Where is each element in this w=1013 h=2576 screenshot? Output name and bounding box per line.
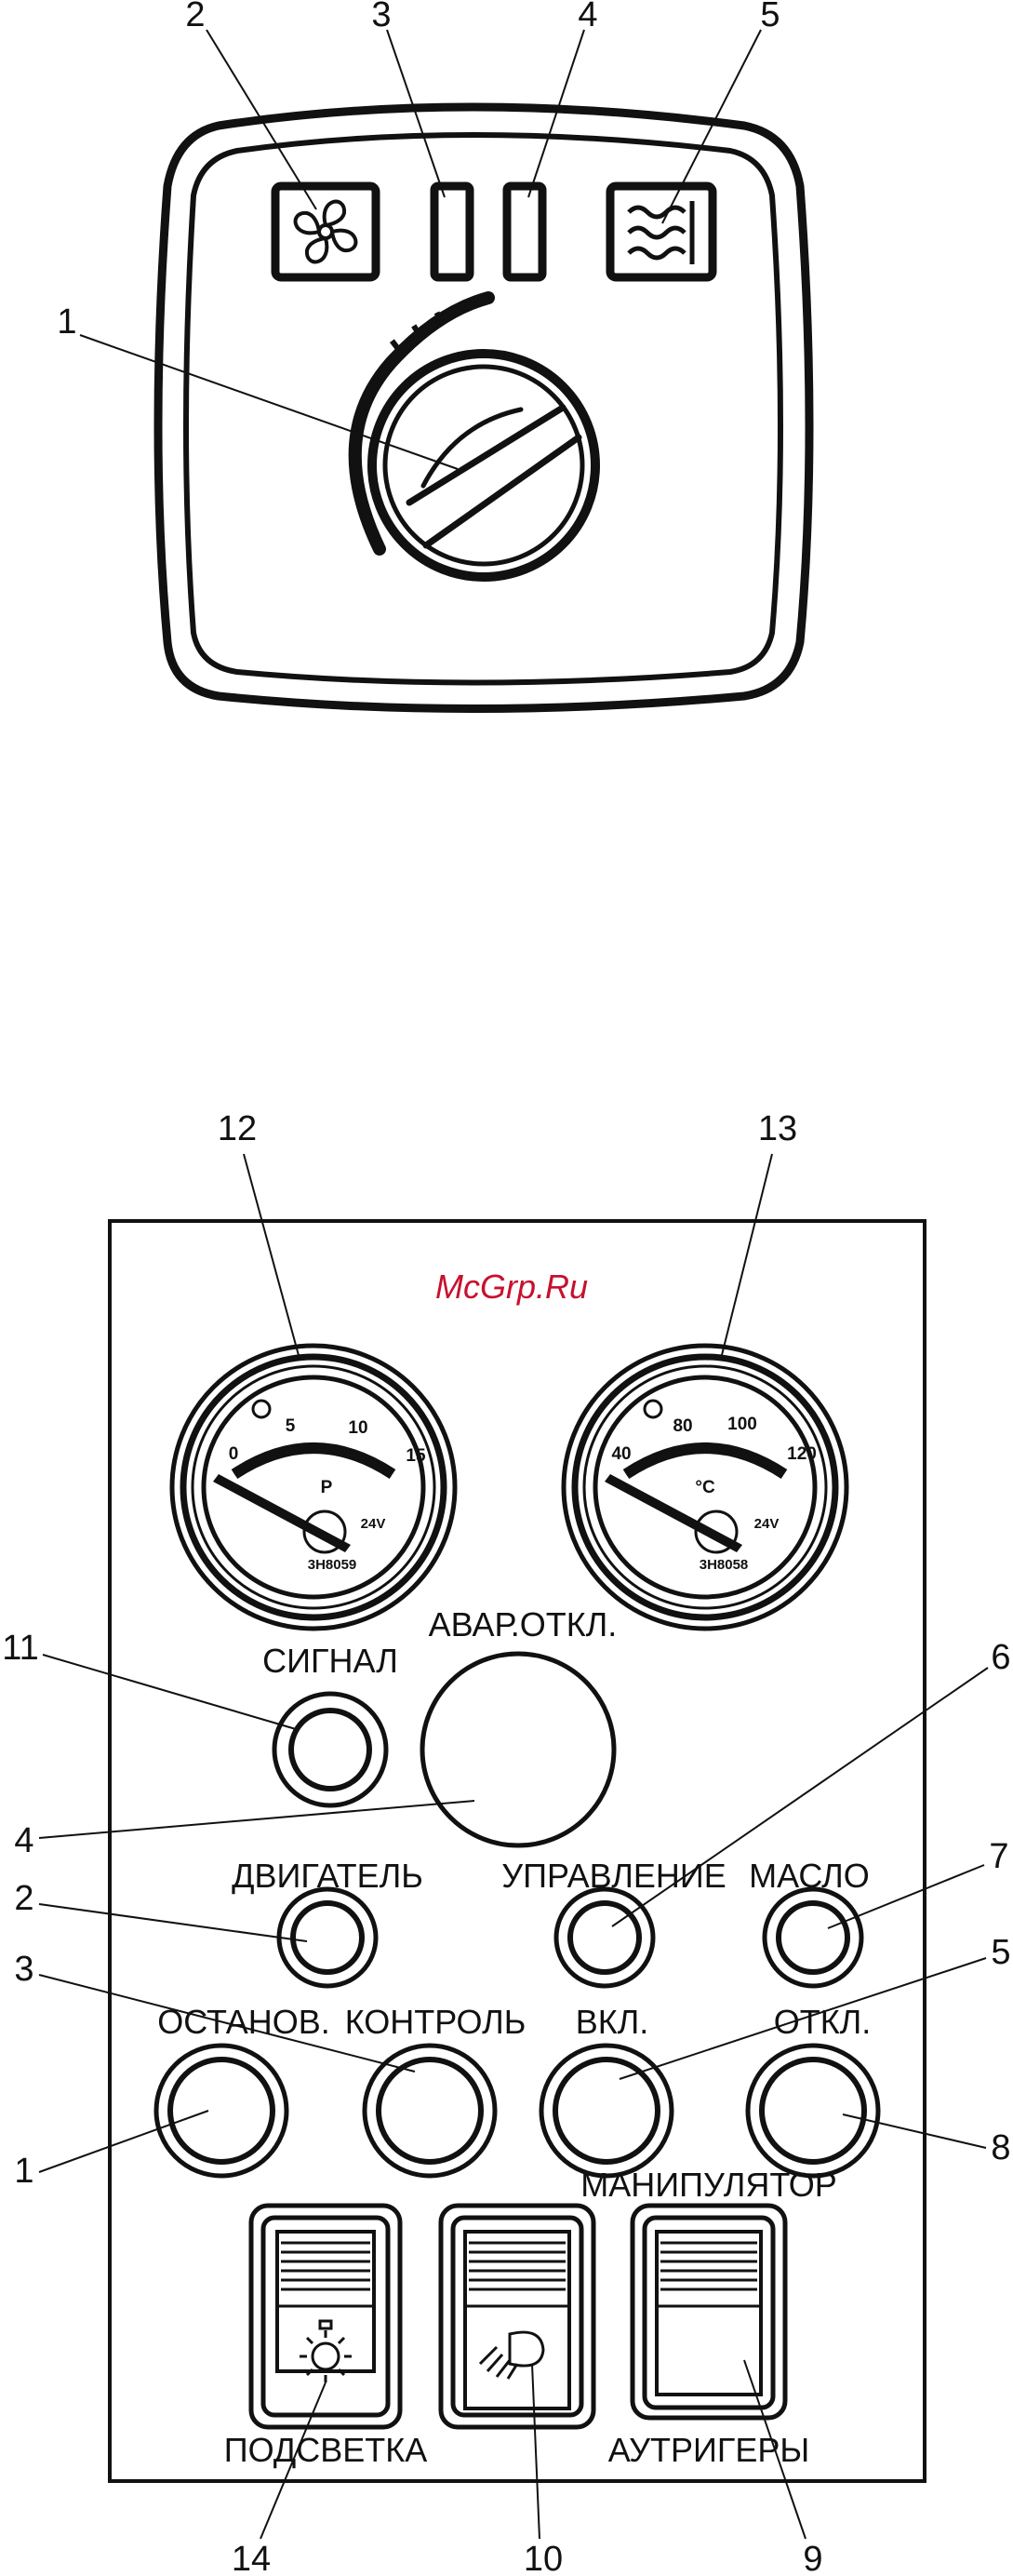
temp-tick-80: 80 (673, 1416, 692, 1436)
off-button[interactable] (748, 2046, 878, 2176)
pressure-tick-15: 15 (406, 1446, 426, 1466)
temp-tick-120: 120 (787, 1444, 817, 1464)
callout-12: 12 (218, 1109, 257, 1148)
label-on: ВКЛ. (576, 2003, 649, 2041)
pressure-tick-5: 5 (286, 1416, 296, 1436)
headlight-rocker-switch[interactable] (441, 2206, 593, 2427)
temp-voltage: 24V (754, 1516, 780, 1532)
callout-3: 3 (371, 0, 391, 34)
callout-9: 9 (803, 2540, 822, 2576)
pressure-voltage: 24V (361, 1516, 386, 1532)
callout-2: 2 (185, 0, 205, 34)
signal-lamp (274, 1694, 386, 1805)
callout-7: 7 (989, 1837, 1008, 1876)
indicator-lamp-3 (434, 186, 470, 277)
label-emergency-off: АВАР.ОТКЛ. (429, 1605, 618, 1644)
watermark: McGrp.Ru (435, 1268, 588, 1306)
callout-10: 10 (524, 2540, 563, 2576)
temp-code: 3H8058 (700, 1557, 749, 1573)
fan-icon (296, 202, 356, 262)
outriggers-rocker-switch[interactable] (633, 2206, 785, 2418)
fan-indicator (275, 186, 376, 277)
pressure-tick-0: 0 (229, 1444, 239, 1464)
callout-8: 8 (991, 2128, 1010, 2167)
callout-5: 5 (760, 0, 780, 34)
on-button[interactable] (541, 2046, 672, 2176)
control-mode-lamp (556, 1889, 653, 1986)
stop-button[interactable] (156, 2046, 287, 2176)
oil-lamp (765, 1889, 861, 1986)
callout-5: 5 (991, 1933, 1010, 1972)
temperature-knob[interactable] (372, 354, 595, 577)
callout-2: 2 (14, 1879, 33, 1918)
bulb-icon (300, 2321, 352, 2382)
check-button[interactable] (365, 2046, 495, 2176)
callout-3: 3 (14, 1950, 33, 1989)
callout-4: 4 (578, 0, 597, 34)
heat-indicator (610, 186, 713, 277)
callout-6: 6 (991, 1638, 1010, 1677)
label-backlight: ПОДСВЕТКА (224, 2431, 427, 2469)
label-off: ОТКЛ. (774, 2003, 872, 2041)
callout-11: 11 (2, 1629, 38, 1668)
temp-tick-100: 100 (727, 1415, 757, 1434)
control-board-figure: McGrp.Ru 0 5 10 15 P 24V 3H8059 (2, 1109, 1010, 2576)
pressure-code: 3H8059 (308, 1557, 357, 1573)
knob-scale (355, 298, 488, 549)
pressure-tick-10: 10 (348, 1418, 367, 1438)
label-signal: СИГНАЛ (262, 1642, 398, 1680)
heater-control-figure: 2 3 4 5 1 (57, 0, 809, 709)
callout-4: 4 (14, 1821, 33, 1860)
backlight-rocker-switch[interactable] (251, 2206, 400, 2427)
callout-1: 1 (57, 302, 76, 342)
emergency-off-button[interactable] (422, 1654, 614, 1845)
temperature-gauge: 40 80 100 120 °C 24V 3H8058 (564, 1346, 846, 1629)
label-manipulator: МАНИПУЛЯТОР (580, 2166, 836, 2204)
label-check: КОНТРОЛЬ (345, 2003, 526, 2041)
pressure-gauge: 0 5 10 15 P 24V 3H8059 (172, 1346, 455, 1629)
callout-13: 13 (758, 1109, 797, 1148)
control-board-frame (110, 1221, 925, 2481)
temp-tick-40: 40 (611, 1444, 631, 1464)
temp-symbol: °C (695, 1478, 715, 1497)
headlight-icon (480, 2332, 543, 2379)
pressure-symbol: P (321, 1478, 333, 1497)
callout-14: 14 (232, 2540, 271, 2576)
heat-waves-icon (629, 201, 692, 264)
label-stop: ОСТАНОВ. (157, 2003, 330, 2041)
indicator-lamp-4 (507, 186, 542, 277)
callout-1: 1 (14, 2152, 33, 2191)
engine-lamp (279, 1889, 376, 1986)
